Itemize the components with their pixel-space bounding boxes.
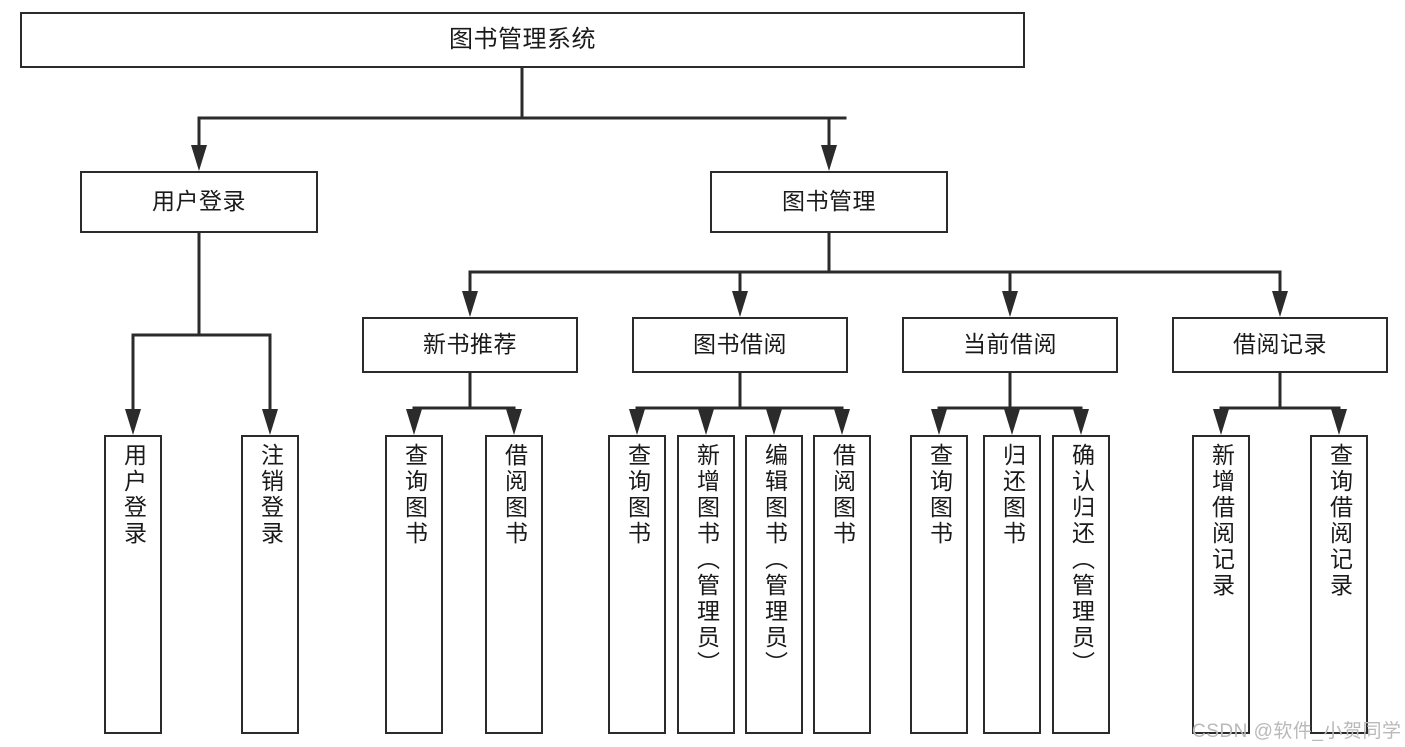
node-leaf-query-book-2[interactable]: 查询图书	[608, 435, 666, 734]
node-leaf-query-book-1[interactable]: 查询图书	[385, 435, 443, 734]
arrowhead-icon	[834, 409, 850, 435]
node-leaf-edit-book[interactable]: 编辑图书（管理员）	[745, 435, 803, 734]
node-label: 查询借阅记录	[1326, 443, 1353, 599]
arrowhead-icon	[191, 145, 207, 171]
arrowhead-icon	[1213, 409, 1229, 435]
node-label: 用户登录	[152, 188, 246, 215]
node-leaf-return-book[interactable]: 归还图书	[983, 435, 1041, 734]
node-label: 查询图书	[926, 443, 953, 547]
node-label: 图书管理系统	[449, 25, 596, 53]
node-label: 新增借阅记录	[1208, 443, 1235, 599]
node-current-borrow[interactable]: 当前借阅	[902, 317, 1118, 373]
node-label: 借阅图书	[501, 443, 528, 547]
node-user-login[interactable]: 用户登录	[80, 171, 318, 233]
node-leaf-add-book[interactable]: 新增图书（管理员）	[677, 435, 735, 734]
node-label: 新增图书（管理员）	[693, 443, 720, 677]
watermark-text: CSDN @软件_小贺同学	[1192, 721, 1402, 742]
node-book-borrow[interactable]: 图书借阅	[632, 317, 848, 373]
node-leaf-user-login[interactable]: 用户登录	[104, 435, 162, 734]
node-label: 借阅记录	[1233, 331, 1327, 358]
arrowhead-icon	[506, 409, 522, 435]
node-root[interactable]: 图书管理系统	[20, 12, 1025, 68]
node-label: 新书推荐	[423, 331, 517, 358]
arrowhead-icon	[821, 145, 837, 171]
arrowhead-icon	[462, 291, 478, 317]
node-book-manage[interactable]: 图书管理	[710, 171, 948, 233]
node-label: 查询图书	[624, 443, 651, 547]
node-label: 注销登录	[257, 443, 284, 547]
node-label: 编辑图书（管理员）	[761, 443, 788, 677]
arrowhead-icon	[1004, 409, 1020, 435]
node-label: 确认归还（管理员）	[1068, 443, 1095, 677]
node-borrow-record[interactable]: 借阅记录	[1172, 317, 1388, 373]
arrowhead-icon	[262, 409, 278, 435]
node-label: 图书借阅	[693, 331, 787, 358]
arrowhead-icon	[931, 409, 947, 435]
arrowhead-icon	[766, 409, 782, 435]
node-label: 借阅图书	[829, 443, 856, 547]
node-new-book-recommend[interactable]: 新书推荐	[362, 317, 578, 373]
node-leaf-borrow-book-1[interactable]: 借阅图书	[485, 435, 543, 734]
node-leaf-confirm-return[interactable]: 确认归还（管理员）	[1052, 435, 1110, 734]
arrowhead-icon	[1272, 291, 1288, 317]
node-leaf-query-record[interactable]: 查询借阅记录	[1310, 435, 1368, 734]
arrowhead-icon	[1331, 409, 1347, 435]
arrowhead-icon	[125, 409, 141, 435]
arrowhead-icon	[1073, 409, 1089, 435]
arrowhead-icon	[698, 409, 714, 435]
arrowhead-icon	[406, 409, 422, 435]
node-label: 归还图书	[999, 443, 1026, 547]
arrowhead-icon	[629, 409, 645, 435]
node-leaf-logout[interactable]: 注销登录	[241, 435, 299, 734]
node-leaf-borrow-book-2[interactable]: 借阅图书	[813, 435, 871, 734]
node-label: 用户登录	[120, 443, 147, 547]
node-label: 查询图书	[401, 443, 428, 547]
arrowhead-icon	[732, 291, 748, 317]
node-leaf-query-book-3[interactable]: 查询图书	[910, 435, 968, 734]
node-label: 图书管理	[782, 188, 876, 215]
arrowhead-icon	[1002, 291, 1018, 317]
node-label: 当前借阅	[963, 331, 1057, 358]
node-leaf-add-record[interactable]: 新增借阅记录	[1192, 435, 1250, 734]
